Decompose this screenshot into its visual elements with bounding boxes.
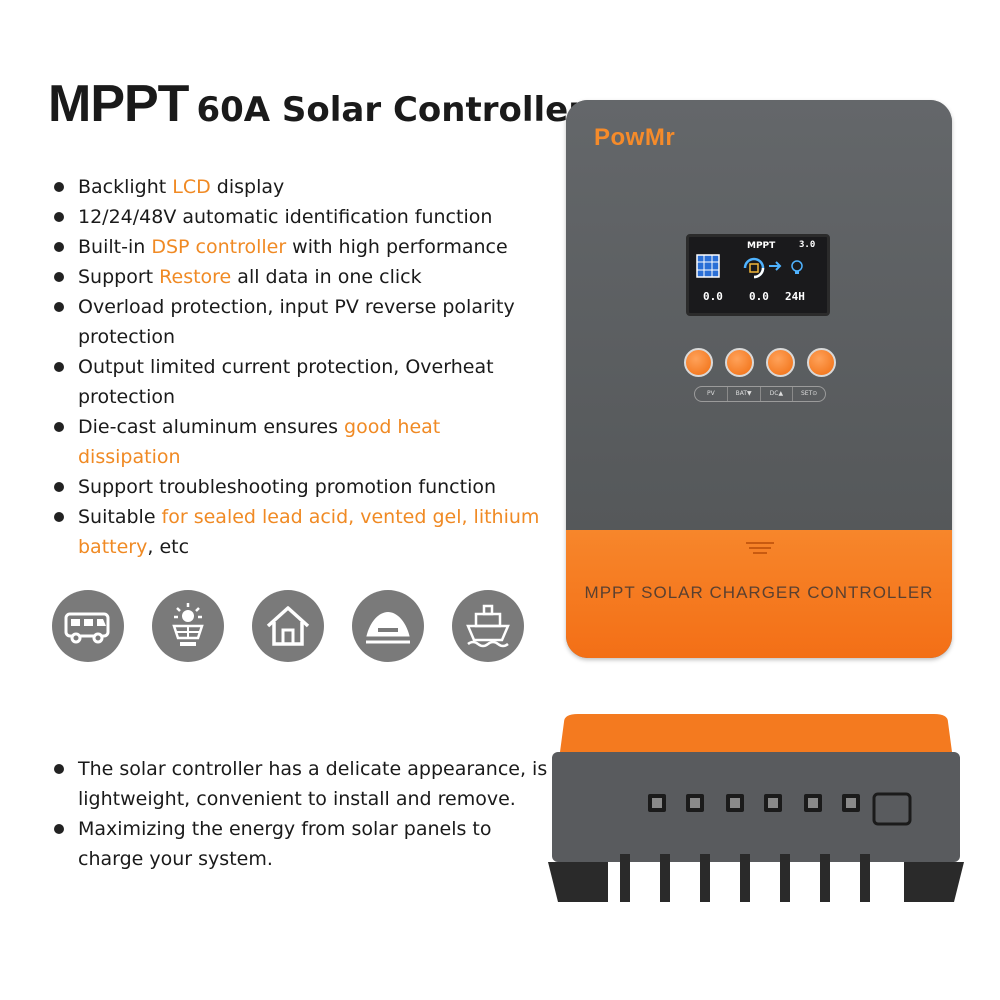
lcd-display: MPPT 3.0 0.0 0.0 24H xyxy=(686,234,830,316)
set-button[interactable] xyxy=(807,348,836,377)
feature-item: Suitable for sealed lead acid, vented ge… xyxy=(52,502,542,562)
feature-item: Output limited current protection, Overh… xyxy=(52,352,542,412)
feature-item: Die-cast aluminum ensures good heat diss… xyxy=(52,412,542,472)
pv-button[interactable] xyxy=(684,348,713,377)
feature-text: display xyxy=(210,176,285,198)
feature-text: Support troubleshooting promotion functi… xyxy=(78,476,497,498)
feature-text: Overload protection, input PV reverse po… xyxy=(78,296,515,348)
feature-item: Built-in DSP controller with high perfor… xyxy=(52,232,542,262)
feature-item: The solar controller has a delicate appe… xyxy=(52,754,552,814)
lcd-value-voltage: 3.0 xyxy=(799,240,816,250)
tent-icon xyxy=(352,590,424,662)
lcd-value-load: 24H xyxy=(785,290,805,303)
button-label-bat: BAT▼ xyxy=(726,387,760,401)
bulb-lcd-icon xyxy=(791,260,803,274)
feature-item: Backlight LCD display xyxy=(52,172,542,202)
feature-item: Support Restore all data in one click xyxy=(52,262,542,292)
device-label: MPPT SOLAR CHARGER CONTROLLER xyxy=(584,583,934,602)
feature-highlight: good heat dissipation xyxy=(78,416,441,468)
button-label-pv: PV xyxy=(707,390,715,397)
feature-list-2: The solar controller has a delicate appe… xyxy=(52,754,552,874)
vent-mark xyxy=(746,542,774,557)
feature-highlight: Restore xyxy=(159,266,232,288)
button-labels: PV BAT▼ DC▲ SET⊙ xyxy=(694,386,826,402)
device-lower-panel xyxy=(566,530,952,658)
feature-text: Built-in xyxy=(78,236,152,258)
application-icons xyxy=(52,590,524,662)
feature-text: Support xyxy=(78,266,160,288)
controller-bottom-view xyxy=(548,714,964,902)
feature-text: Backlight xyxy=(78,176,173,198)
title-mppt: MPPT xyxy=(48,75,189,133)
solar-panel-icon xyxy=(152,590,224,662)
feature-text: 12/24/48V automatic identification funct… xyxy=(78,206,493,228)
feature-text: , etc xyxy=(147,536,190,558)
lcd-value-bat: 0.0 xyxy=(749,290,769,303)
controller-front: PowMr MPPT 3.0 0.0 0.0 24H PV BAT▼ DC▲ S… xyxy=(566,100,952,658)
ship-icon xyxy=(452,590,524,662)
bat-down-button[interactable] xyxy=(725,348,754,377)
feature-text: Output limited current protection, Overh… xyxy=(78,356,494,408)
feature-highlight: for sealed lead acid, vented gel, lithiu… xyxy=(78,506,540,558)
button-label-set: SET⊙ xyxy=(792,387,825,401)
title-rest: 60A Solar Controller xyxy=(196,90,585,130)
feature-item: Overload protection, input PV reverse po… xyxy=(52,292,542,352)
feature-highlight: DSP controller xyxy=(151,236,287,258)
feature-item: Support troubleshooting promotion functi… xyxy=(52,472,542,502)
house-icon xyxy=(252,590,324,662)
dc-up-button[interactable] xyxy=(766,348,795,377)
button-label-dc: DC▲ xyxy=(759,387,793,401)
feature-highlight: LCD xyxy=(172,176,211,198)
battery-cycle-lcd-icon xyxy=(743,257,765,279)
feature-text: Suitable xyxy=(78,506,162,528)
feature-text: Die-cast aluminum ensures xyxy=(78,416,345,438)
lcd-value-pv: 0.0 xyxy=(703,290,723,303)
arrow-lcd-icon xyxy=(769,261,782,271)
brand-logo: PowMr xyxy=(594,124,676,151)
control-buttons xyxy=(684,348,836,377)
lcd-title: MPPT xyxy=(747,241,776,251)
feature-item: Maximizing the energy from solar panels … xyxy=(52,814,552,874)
feature-text: all data in one click xyxy=(231,266,422,288)
feature-text: with high performance xyxy=(286,236,508,258)
feature-list: Backlight LCD display 12/24/48V automatic… xyxy=(52,172,542,562)
solar-panel-lcd-icon xyxy=(696,254,720,278)
feature-item: 12/24/48V automatic identification funct… xyxy=(52,202,542,232)
rv-icon xyxy=(52,590,124,662)
